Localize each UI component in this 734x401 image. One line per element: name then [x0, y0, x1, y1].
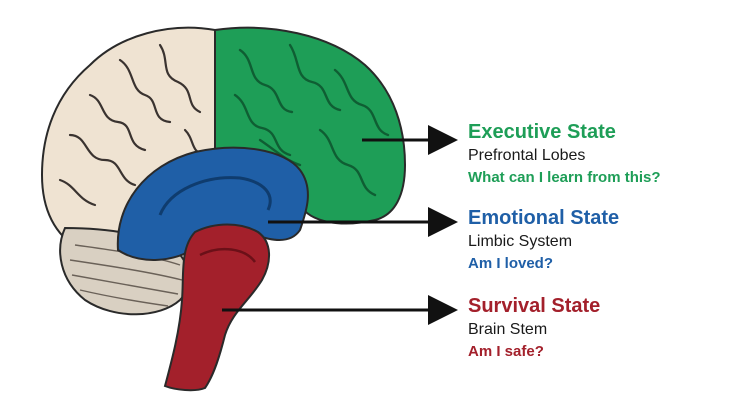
survival-title: Survival State — [468, 295, 601, 317]
executive-label: Executive State Prefrontal Lobes What ca… — [468, 121, 661, 187]
cortex-back-gyri — [58, 43, 207, 207]
executive-question: What can I learn from this? — [468, 169, 661, 187]
survival-subtitle: Brain Stem — [468, 321, 548, 338]
limbic-inner-curve — [158, 176, 272, 216]
emotional-title: Emotional State — [468, 207, 620, 229]
survival-label: Survival State Brain Stem Am I safe? — [468, 295, 600, 361]
executive-title: Executive State — [468, 121, 616, 143]
emotional-subtitle: Limbic System — [468, 233, 573, 250]
survival-question: Am I safe? — [468, 343, 544, 361]
emotional-question: Am I loved? — [468, 255, 554, 273]
cerebellum-folds — [69, 244, 183, 307]
executive-subtitle: Prefrontal Lobes — [468, 147, 586, 164]
survival-region — [163, 223, 270, 392]
brainstem-pons-line — [199, 247, 257, 263]
executive-gyri — [233, 43, 390, 197]
emotional-label: Emotional State Limbic System Am I loved… — [468, 207, 619, 273]
